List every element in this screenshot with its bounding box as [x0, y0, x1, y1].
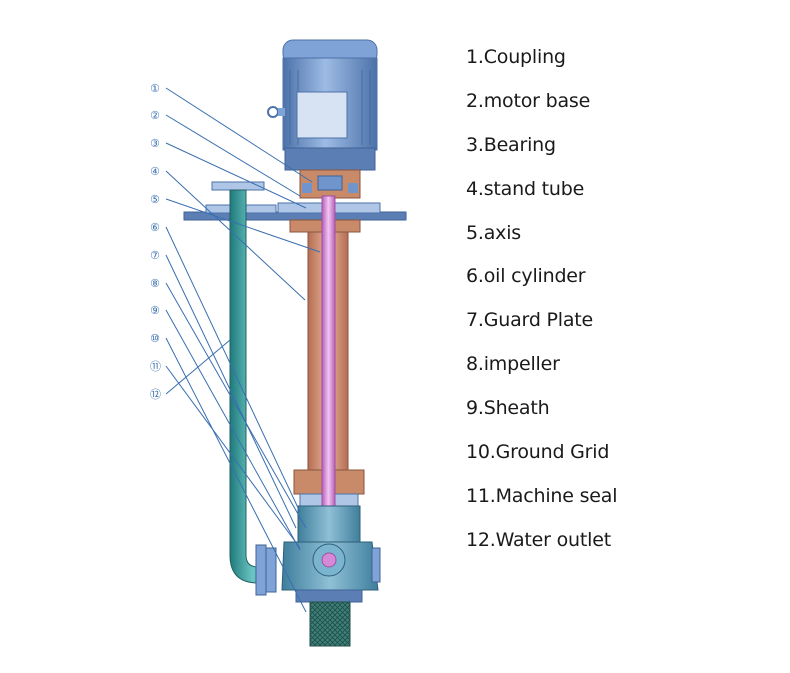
- legend-item-machine-seal: 11.Machine seal: [466, 484, 618, 507]
- callout-leader-line: [165, 309, 301, 551]
- callout-leader-line: [165, 142, 307, 209]
- legend-item-ground-grid: 10.Ground Grid: [466, 441, 610, 464]
- legend-item-stand-tube: 4.stand tube: [466, 177, 585, 200]
- callout-group: ① ② ③ ④ ⑤ ⑥ ⑦ ⑧ ⑨ ⑩ ⑪ ⑫: [150, 82, 321, 613]
- callout-number: ⑪: [150, 360, 161, 373]
- legend-item-sheath: 9.Sheath: [466, 397, 550, 420]
- legend-item-axis: 5.axis: [466, 221, 521, 244]
- legend-item-coupling: 1.Coupling: [466, 46, 566, 68]
- callout-leader-line: [165, 198, 321, 253]
- pump-body: [281, 505, 381, 603]
- callout-leader-line: [165, 254, 297, 529]
- callout-number: ⑫: [150, 388, 161, 401]
- callout-number: ⑩: [150, 332, 160, 345]
- callout-leader-line: [165, 170, 306, 301]
- part-legend: 1.Coupling 2.motor base 3.Bearing 4.stan…: [466, 44, 618, 571]
- callout-leader-line: [165, 337, 307, 613]
- legend-item-motor-base: 2.motor base: [466, 89, 591, 112]
- motor-base: [299, 169, 361, 199]
- callout-number: ⑦: [150, 249, 160, 262]
- callout-leader-line: [165, 365, 301, 549]
- legend-item-guard-plate: 7.Guard Plate: [466, 309, 594, 332]
- axis: [321, 195, 336, 527]
- callout-number: ③: [150, 137, 160, 150]
- callout-leader-line: [165, 226, 301, 513]
- callout-number: ⑨: [150, 304, 160, 317]
- callout-leader-line: [165, 339, 231, 395]
- motor: [267, 39, 378, 171]
- callout-leader-line: [165, 282, 307, 529]
- callout-number: ②: [150, 109, 160, 122]
- callout-number: ④: [150, 165, 160, 178]
- legend-item-impeller: 8.impeller: [466, 353, 560, 376]
- ground-grid: [309, 601, 351, 647]
- callout-leader-line: [165, 87, 313, 183]
- mounting-plate: [183, 181, 407, 233]
- callout-number: ⑧: [150, 277, 160, 290]
- water-outlet-pipe: [229, 189, 277, 596]
- callout-number: ①: [150, 82, 160, 95]
- legend-item-water-outlet: 12.Water outlet: [466, 528, 611, 551]
- legend-item-oil-cylinder: 6.oil cylinder: [466, 265, 586, 288]
- callout-leader-line: [165, 114, 301, 197]
- callout-number: ⑥: [150, 221, 160, 234]
- callout-number: ⑤: [150, 193, 160, 206]
- legend-item-bearing: 3.Bearing: [466, 133, 556, 156]
